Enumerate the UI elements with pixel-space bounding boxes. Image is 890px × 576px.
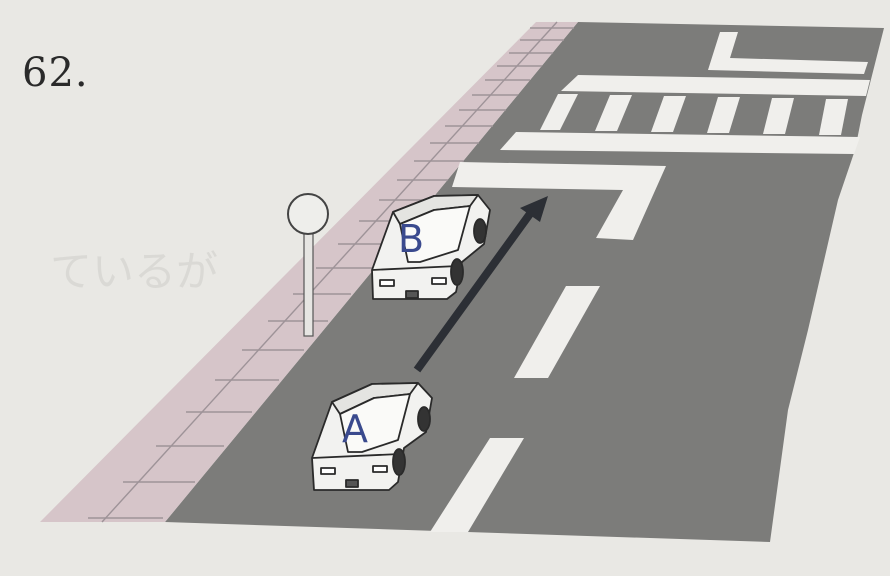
car-b-label: B bbox=[398, 217, 424, 261]
center-dash-1 bbox=[514, 286, 600, 378]
center-dash-2 bbox=[430, 438, 524, 532]
far-stop-line bbox=[708, 32, 868, 74]
car-a: A bbox=[311, 382, 433, 491]
car-a-label: A bbox=[342, 407, 368, 451]
sidewalk-tile-grid bbox=[88, 21, 574, 523]
road-sign-post bbox=[287, 193, 329, 337]
crosswalk-stripes bbox=[540, 94, 848, 135]
car-b: B bbox=[371, 194, 491, 300]
crosswalk-border-bottom bbox=[500, 132, 860, 154]
crosswalk-border-top bbox=[561, 75, 870, 96]
near-stop-line bbox=[452, 162, 666, 240]
direction-arrow bbox=[413, 196, 548, 373]
question-number: 62. bbox=[22, 50, 89, 96]
